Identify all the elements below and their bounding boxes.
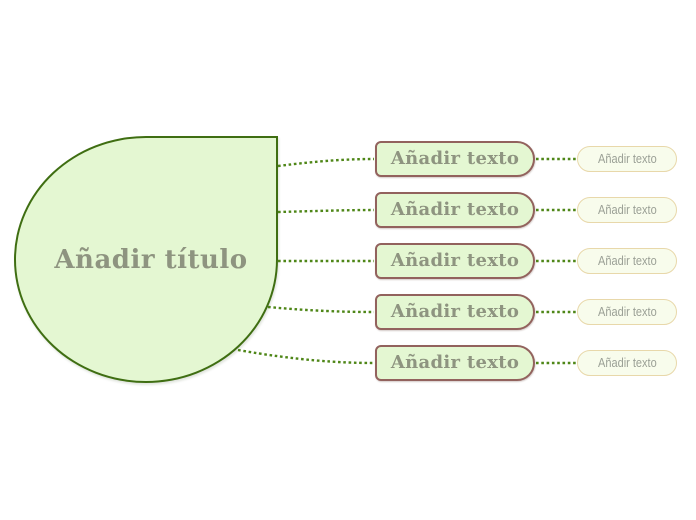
child-node-4[interactable]: Añadir texto — [577, 299, 677, 325]
connector-root-branch-1 — [277, 157, 375, 168]
child-node-label: Añadir texto — [597, 356, 657, 370]
branch-node-5[interactable]: Añadir texto — [375, 345, 535, 381]
branch-node-label: Añadir texto — [390, 250, 520, 271]
child-node-label: Añadir texto — [597, 203, 657, 217]
branch-node-1[interactable]: Añadir texto — [375, 141, 535, 177]
child-node-3[interactable]: Añadir texto — [577, 248, 677, 274]
branch-node-4[interactable]: Añadir texto — [375, 294, 535, 330]
branch-node-3[interactable]: Añadir texto — [375, 243, 535, 279]
branch-node-label: Añadir texto — [390, 352, 520, 373]
child-node-2[interactable]: Añadir texto — [577, 197, 677, 223]
child-node-label: Añadir texto — [597, 254, 657, 268]
child-node-label: Añadir texto — [597, 152, 657, 166]
branch-node-label: Añadir texto — [390, 148, 520, 169]
root-node-label: Añadir título — [54, 244, 248, 275]
connector-root-branch-2 — [277, 208, 375, 214]
child-node-5[interactable]: Añadir texto — [577, 350, 677, 376]
child-node-1[interactable]: Añadir texto — [577, 146, 677, 172]
child-node-label: Añadir texto — [597, 305, 657, 319]
root-node[interactable]: Añadir título — [14, 136, 278, 383]
branch-node-label: Añadir texto — [390, 199, 520, 220]
branch-node-2[interactable]: Añadir texto — [375, 192, 535, 228]
connector-root-branch-5 — [237, 348, 375, 365]
branch-node-label: Añadir texto — [390, 301, 520, 322]
connector-root-branch-4 — [267, 305, 375, 314]
